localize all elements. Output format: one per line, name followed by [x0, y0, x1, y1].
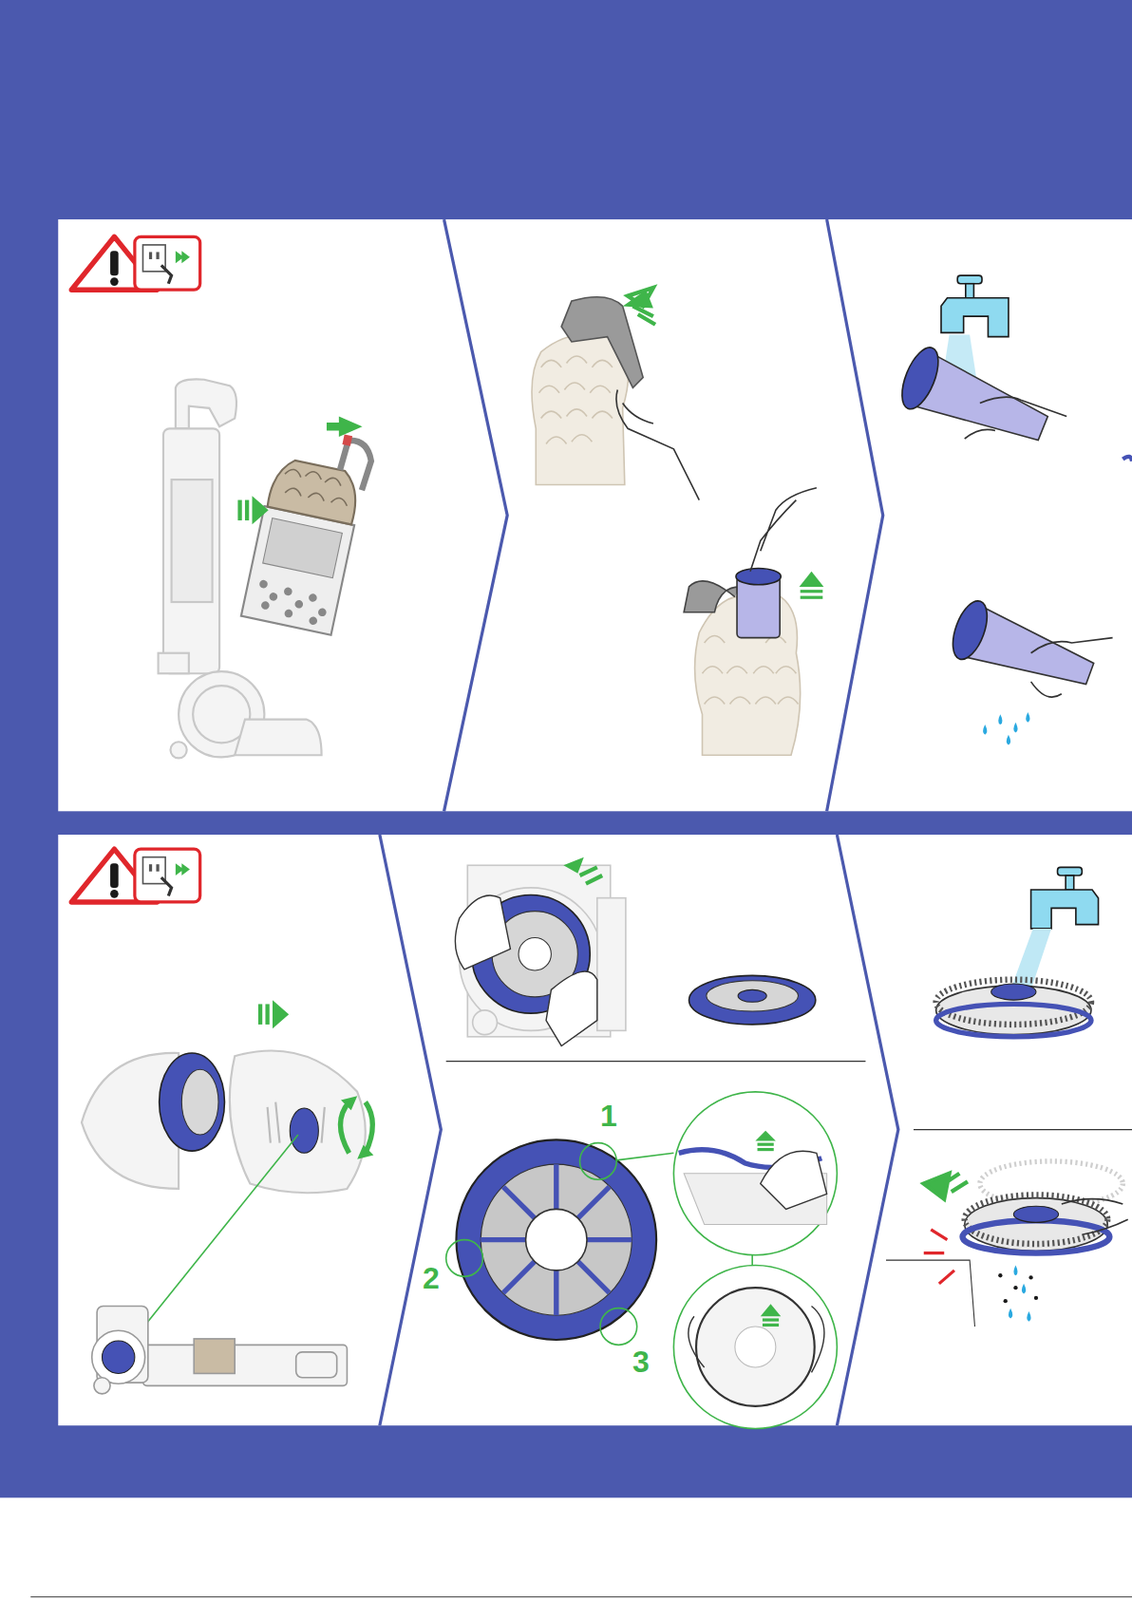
callout-number: 1: [600, 1100, 618, 1132]
callout-number: 2: [422, 1263, 440, 1294]
callout-number: 3: [632, 1346, 650, 1378]
